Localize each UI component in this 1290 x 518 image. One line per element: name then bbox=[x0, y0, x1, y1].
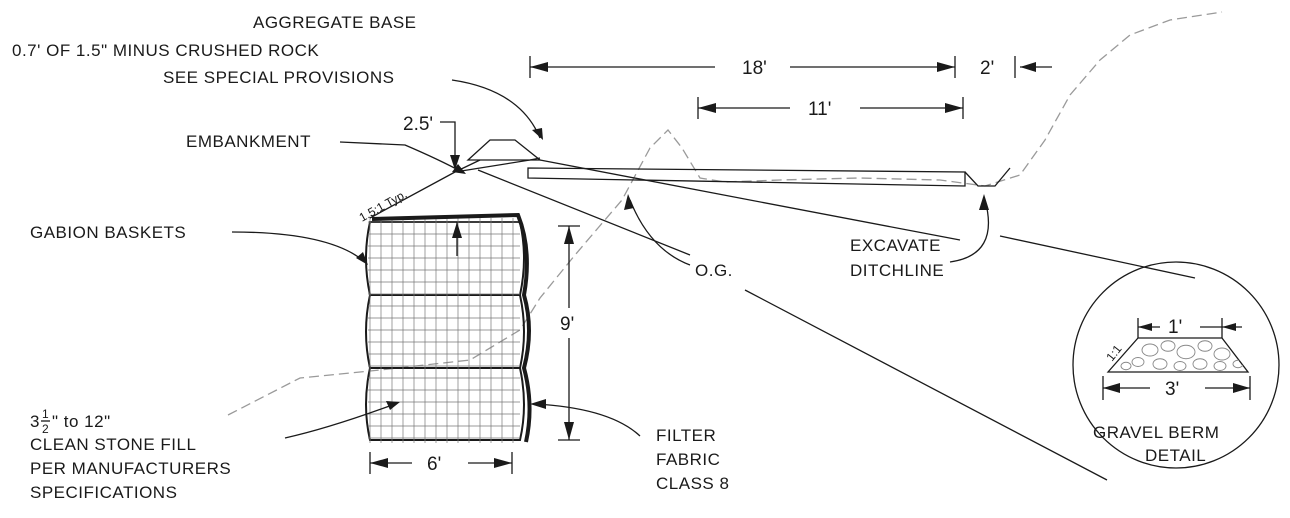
gabion-basket-bottom bbox=[365, 367, 525, 441]
berm-base-dim-label: 3' bbox=[1165, 379, 1179, 400]
gabion-basket-middle bbox=[365, 294, 525, 369]
svg-text:2: 2 bbox=[42, 422, 49, 436]
label-class-8: CLASS 8 bbox=[656, 474, 729, 493]
label-embankment: EMBANKMENT bbox=[186, 132, 311, 151]
gravel-berm bbox=[466, 139, 542, 161]
label-gravel-berm: GRAVEL BERM bbox=[1093, 423, 1219, 442]
svg-text:" to 12": " to 12" bbox=[52, 412, 111, 431]
label-filter: FILTER bbox=[656, 426, 716, 445]
dim-shoulder-label: 2' bbox=[980, 58, 994, 79]
aggregate-base bbox=[527, 167, 1011, 187]
label-stone-fill-size: 3 1 2 " to 12" bbox=[30, 407, 111, 436]
dimension-road-width bbox=[529, 56, 1052, 78]
label-clean-stone-fill: CLEAN STONE FILL bbox=[30, 435, 196, 454]
label-detail: DETAIL bbox=[1145, 446, 1206, 465]
leader-lines bbox=[231, 79, 1196, 481]
gravel-berm-detail bbox=[1072, 261, 1280, 469]
label-per-manufacturers: PER MANUFACTURERS bbox=[30, 459, 231, 478]
dim-wall-height-label: 9' bbox=[560, 314, 574, 335]
dim-lane-label: 11' bbox=[808, 99, 831, 120]
berm-top-dim-label: 1' bbox=[1168, 317, 1182, 338]
label-original-ground: O.G. bbox=[695, 261, 733, 280]
dimension-wall-width bbox=[369, 452, 513, 474]
svg-text:1: 1 bbox=[42, 407, 49, 421]
label-special-provisions: SEE SPECIAL PROVISIONS bbox=[163, 68, 394, 87]
label-excavate: EXCAVATE bbox=[850, 236, 941, 255]
gabion-basket-top bbox=[365, 221, 525, 296]
dim-berm-offset-label: 2.5' bbox=[403, 114, 433, 135]
label-aggregate-base-spec: 0.7' OF 1.5" MINUS CRUSHED ROCK bbox=[12, 41, 319, 60]
dim-road-width-label: 18' bbox=[742, 58, 767, 79]
label-fabric: FABRIC bbox=[656, 450, 720, 469]
berm-stones bbox=[1120, 340, 1244, 371]
original-ground-line bbox=[227, 11, 1223, 416]
label-aggregate-base: AGGREGATE BASE bbox=[253, 13, 417, 32]
svg-text:3: 3 bbox=[30, 412, 40, 431]
dimension-wall-height bbox=[558, 225, 580, 441]
dimension-lane bbox=[697, 97, 964, 119]
dimension-berm-offset bbox=[440, 121, 460, 170]
gabion-baskets bbox=[365, 212, 532, 443]
label-ditchline: DITCHLINE bbox=[850, 261, 944, 280]
dim-wall-width-label: 6' bbox=[427, 454, 441, 475]
filter-fabric bbox=[371, 212, 532, 443]
gabion-mesh bbox=[368, 218, 520, 443]
label-specifications: SPECIFICATIONS bbox=[30, 483, 177, 502]
berm-slope-label: 1:1 bbox=[1103, 342, 1125, 364]
label-gabion-baskets: GABION BASKETS bbox=[30, 223, 186, 242]
